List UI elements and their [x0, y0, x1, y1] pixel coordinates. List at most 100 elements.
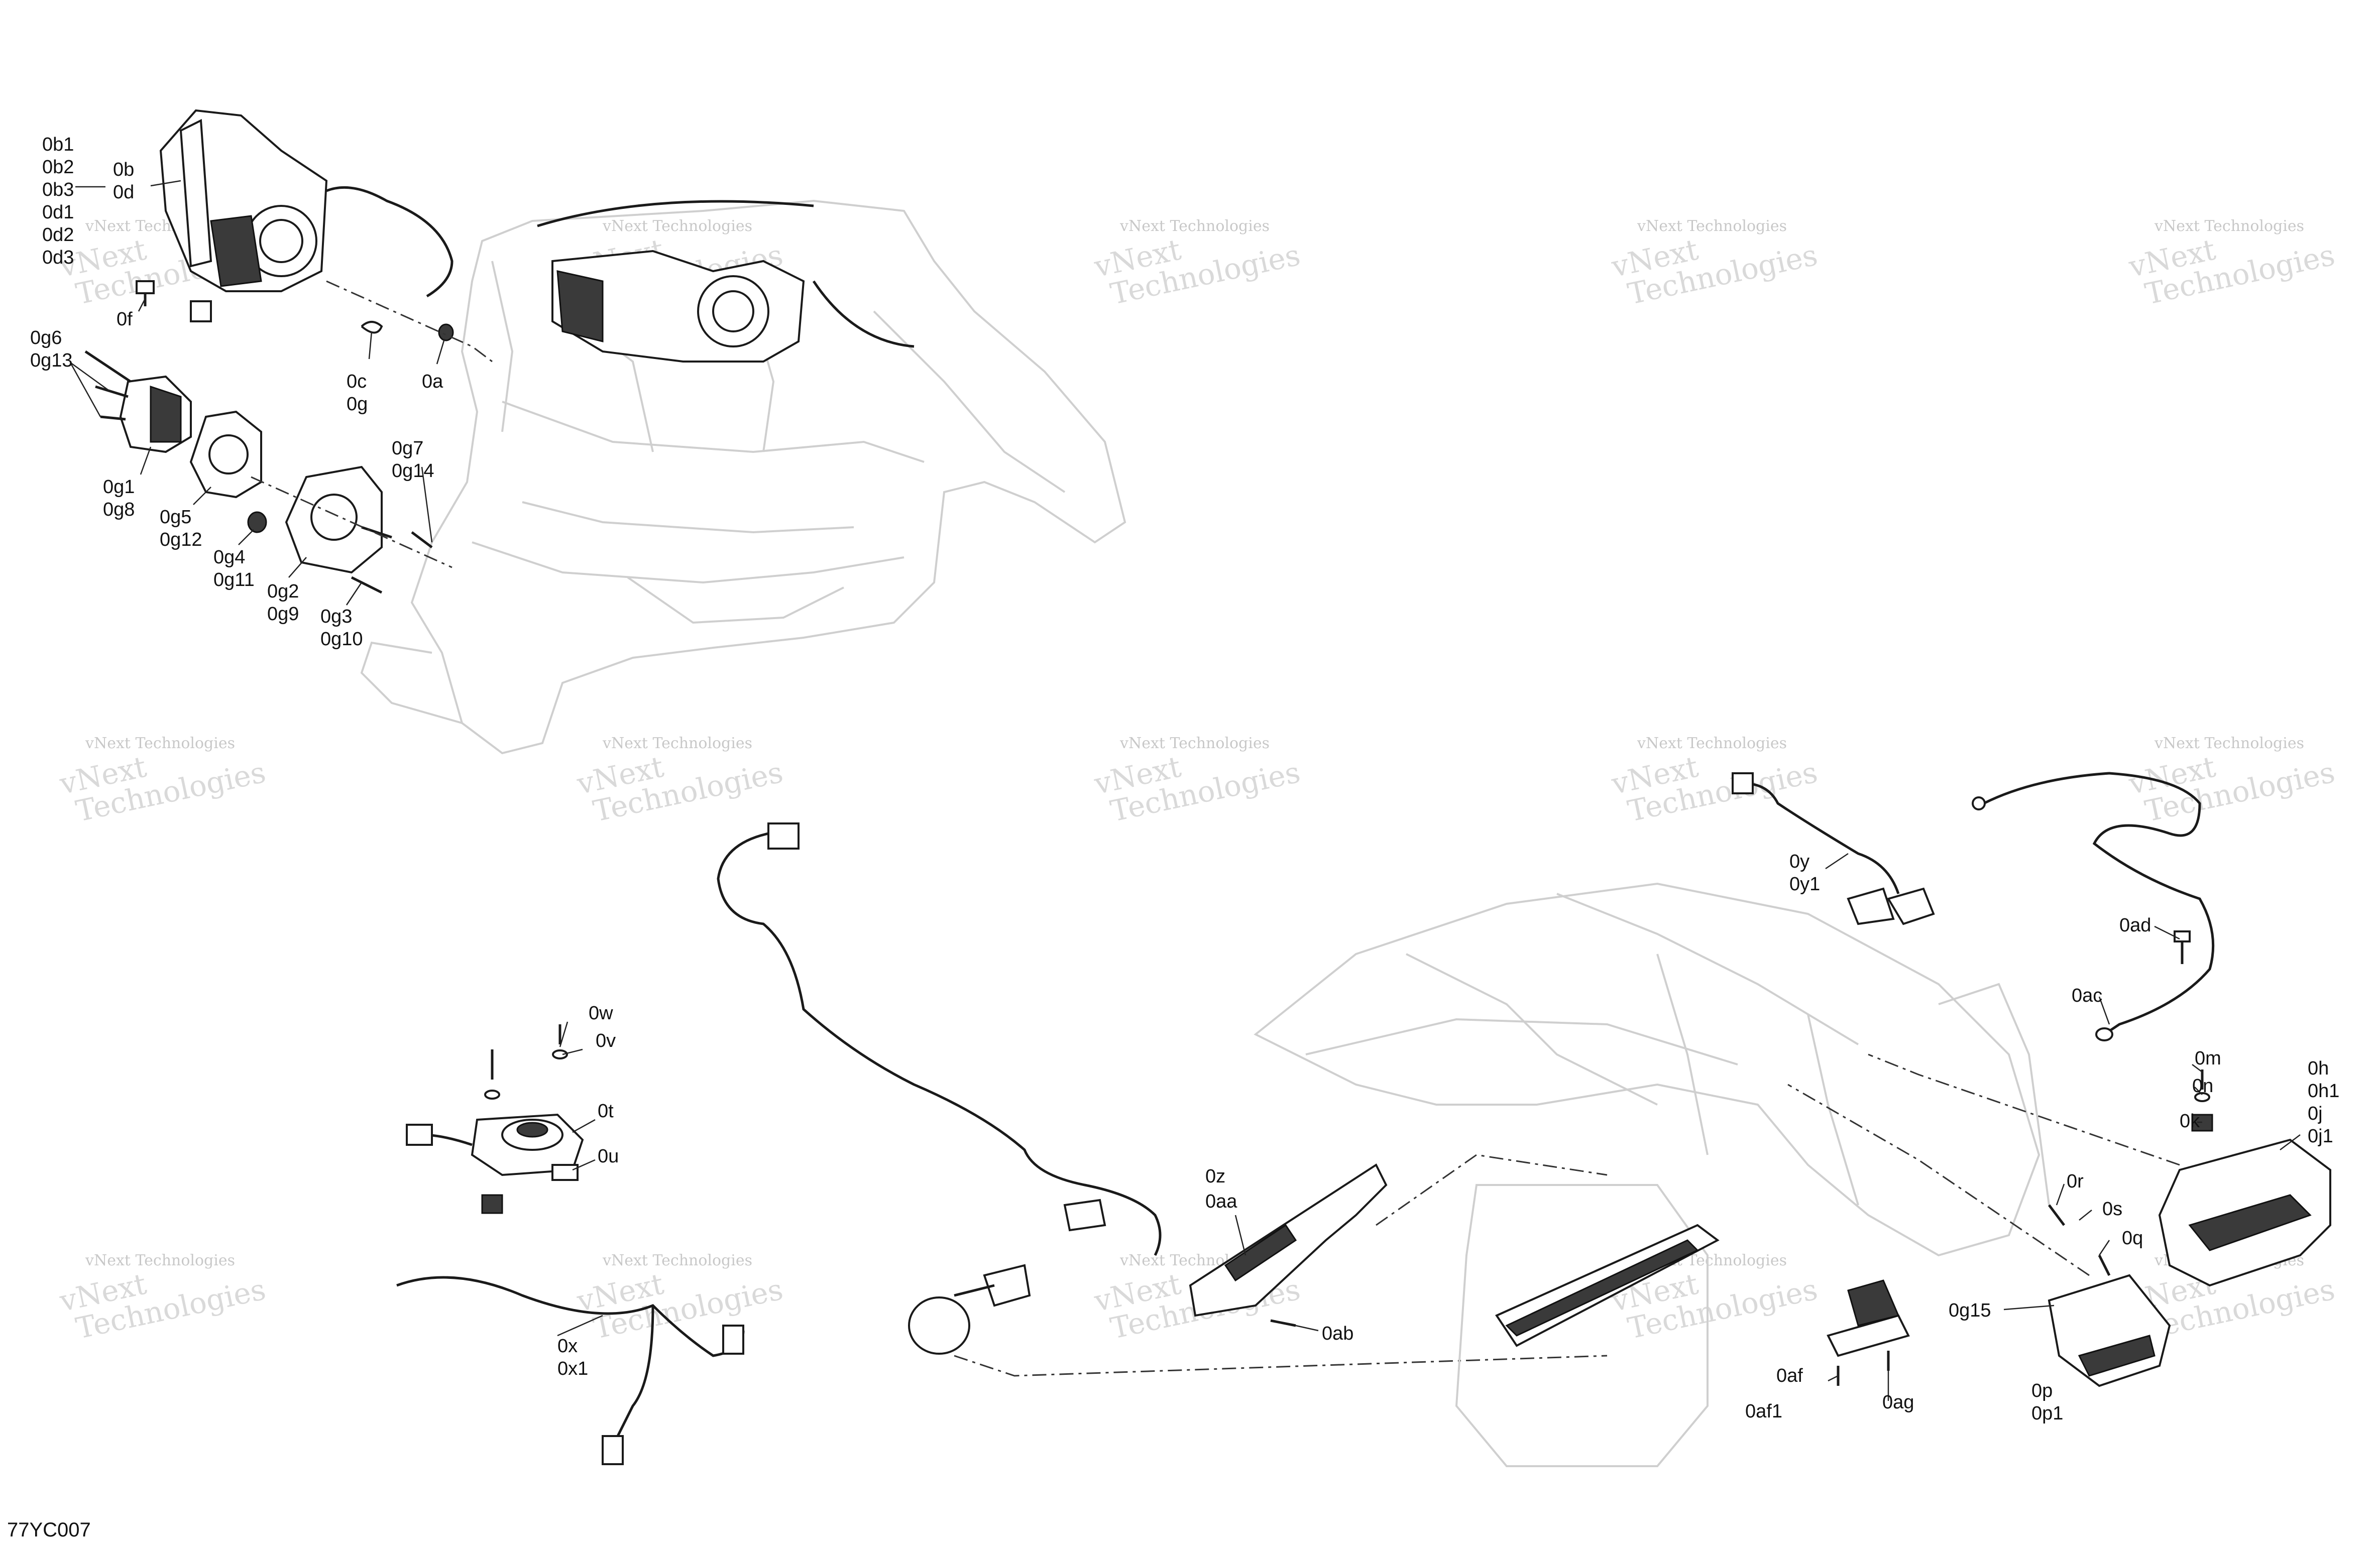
callout-0d1: 0d1 [42, 202, 74, 223]
callout-0ad: 0ad [2119, 915, 2151, 936]
harness-0y [1732, 772, 1935, 925]
callout-0b2: 0b2 [42, 157, 74, 178]
assembly-line-lamp [1787, 1084, 2090, 1276]
leader-lines [69, 180, 2301, 1401]
watermark-text: vNext Technologies [85, 1252, 235, 1269]
assembly-line-bracket [1376, 1154, 1608, 1226]
callout-0g4: 0g4 [213, 547, 245, 568]
watermark-text: vNext Technologies [1119, 735, 1270, 752]
clip-0c [361, 321, 383, 334]
bracket-0z [1189, 1163, 1388, 1317]
lamp-0p [2048, 1274, 2171, 1387]
callout-0g7: 0g7 [392, 438, 423, 459]
installed-headlamp [537, 200, 915, 363]
callout-0r: 0r [2067, 1171, 2084, 1192]
screw-0f [136, 280, 155, 306]
callout-0g12: 0g12 [160, 529, 202, 550]
callout-0b: 0b [113, 159, 134, 180]
watermark-text: vNext Technologies [2154, 735, 2304, 752]
callout-0x1: 0x1 [557, 1358, 588, 1379]
watermark-text: vNext Technologies [602, 217, 752, 235]
fog-lamp-housing [119, 375, 192, 453]
callout-0c: 0c [347, 371, 367, 392]
callout-0n: 0n [2192, 1076, 2213, 1097]
callout-0g11: 0g11 [213, 569, 255, 590]
callout-0u: 0u [598, 1146, 619, 1167]
callout-0g14: 0g14 [392, 460, 434, 482]
callout-0aa: 0aa [1205, 1191, 1237, 1212]
callout-0af: 0af [1776, 1365, 1803, 1386]
watermark-text: vNext Technologies [1119, 217, 1270, 235]
callout-0h: 0h [2308, 1058, 2329, 1079]
callout-0f: 0f [117, 309, 133, 330]
callout-0d: 0d [113, 182, 134, 203]
callout-0af1: 0af1 [1745, 1401, 1782, 1422]
assembly-line-foglamp [251, 476, 452, 568]
callout-0g9: 0g9 [267, 604, 299, 625]
watermark-text: vNext Technologies [602, 1252, 752, 1269]
screw-0ad [2174, 930, 2191, 964]
grommet-0a [438, 323, 454, 341]
callout-0j: 0j [2308, 1103, 2323, 1124]
callout-0g: 0g [347, 394, 368, 415]
callout-0g10: 0g10 [320, 629, 363, 650]
callout-0g5: 0g5 [160, 507, 191, 528]
callout-0ac: 0ac [2072, 985, 2102, 1006]
callout-0ab: 0ab [1322, 1323, 1353, 1344]
plate-light-0af [1827, 1279, 1910, 1386]
callout-0y: 0y [1789, 851, 1809, 872]
callout-0g1: 0g1 [103, 477, 135, 498]
callout-0j1: 0j1 [2308, 1126, 2333, 1147]
watermark-text: vNext Technologies [2154, 217, 2304, 235]
callout-0g2: 0g2 [267, 581, 299, 602]
watermark-text: vNext Technologies [602, 735, 752, 752]
horn-assembly [406, 1113, 584, 1214]
callout-0g15: 0g15 [1949, 1300, 1991, 1321]
callout-0m: 0m [2195, 1048, 2221, 1069]
callout-0x: 0x [557, 1336, 578, 1357]
callout-0a: 0a [422, 371, 443, 392]
callout-0q: 0q [2122, 1228, 2143, 1249]
watermark-text: vNext Technologies [85, 735, 235, 752]
callout-0p: 0p [2031, 1380, 2053, 1401]
callout-0b1: 0b1 [42, 134, 74, 155]
callout-0t: 0t [598, 1101, 614, 1122]
lamp-0p-hardware [2048, 1204, 2111, 1276]
fog-lamp-nut [247, 511, 267, 533]
callout-0d2: 0d2 [42, 224, 74, 246]
fog-lamp-cover [189, 410, 262, 499]
callout-0s: 0s [2102, 1199, 2122, 1220]
headlamp-assembly [159, 109, 454, 322]
rear-fender-light [1495, 1224, 1720, 1347]
callout-0g6: 0g6 [30, 327, 62, 348]
diagram-reference-code: 77YC007 [7, 1519, 91, 1541]
callout-0p1: 0p1 [2031, 1403, 2063, 1424]
callout-0b3: 0b3 [42, 179, 74, 200]
callout-0g13: 0g13 [30, 350, 73, 371]
fog-lamp-screws [84, 350, 433, 594]
watermark-text: vNext Technologies [1637, 217, 1787, 235]
callout-0z: 0z [1205, 1166, 1225, 1187]
callout-0v: 0v [596, 1030, 616, 1051]
sensor-cable [717, 822, 1608, 1377]
ground-cable-0ac [1972, 772, 2215, 1041]
callout-0y1: 0y1 [1789, 874, 1820, 895]
callout-0h1: 0h1 [2308, 1081, 2339, 1102]
tail-light-assembly [2158, 1138, 2331, 1287]
callout-0g8: 0g8 [103, 499, 135, 520]
callout-0k: 0k [2180, 1111, 2200, 1132]
screw-0ab [1270, 1319, 1296, 1327]
callout-0d3: 0d3 [42, 247, 74, 268]
callout-0w: 0w [589, 1003, 613, 1024]
callout-0ag: 0ag [1882, 1392, 1914, 1413]
callout-headlamp-variants: 0b1 0b2 0b3 0d1 0d2 0d3 [42, 134, 74, 268]
